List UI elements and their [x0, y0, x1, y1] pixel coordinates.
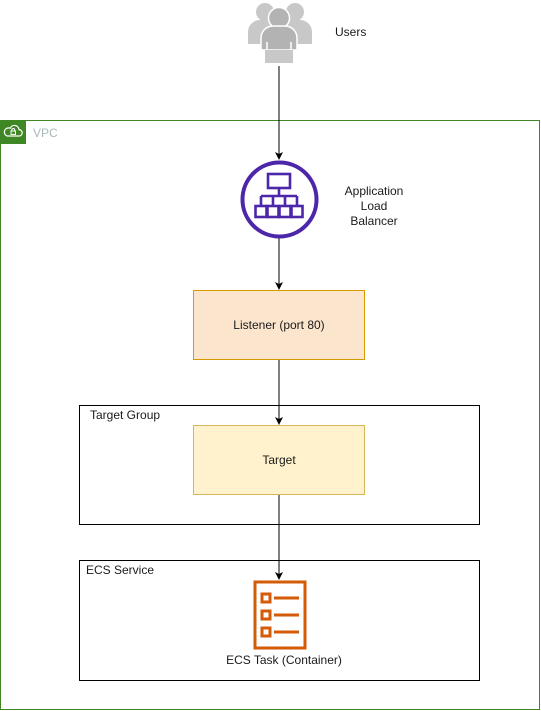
ecs-task-label: ECS Task (Container) — [226, 653, 342, 667]
target-group-label: Target Group — [90, 408, 161, 422]
ecs-service-container — [79, 560, 480, 681]
users-icon — [245, 0, 313, 64]
listener-box: Listener (port 80) — [193, 290, 365, 360]
alb-label: Application Load Balancer — [337, 184, 411, 229]
users-label: Users — [335, 25, 367, 39]
alb-label-line2: Load Balancer — [350, 199, 398, 228]
vpc-label: VPC — [33, 126, 58, 140]
application-load-balancer-icon — [240, 160, 320, 240]
target-label: Target — [262, 453, 296, 467]
alb-label-line1: Application — [344, 184, 404, 198]
ecs-task-icon — [253, 580, 307, 650]
cloud-lock-icon — [0, 120, 26, 144]
ecs-service-label: ECS Service — [86, 563, 155, 577]
vpc-boundary — [0, 120, 540, 710]
target-box: Target — [193, 425, 365, 495]
listener-label: Listener (port 80) — [233, 318, 325, 332]
